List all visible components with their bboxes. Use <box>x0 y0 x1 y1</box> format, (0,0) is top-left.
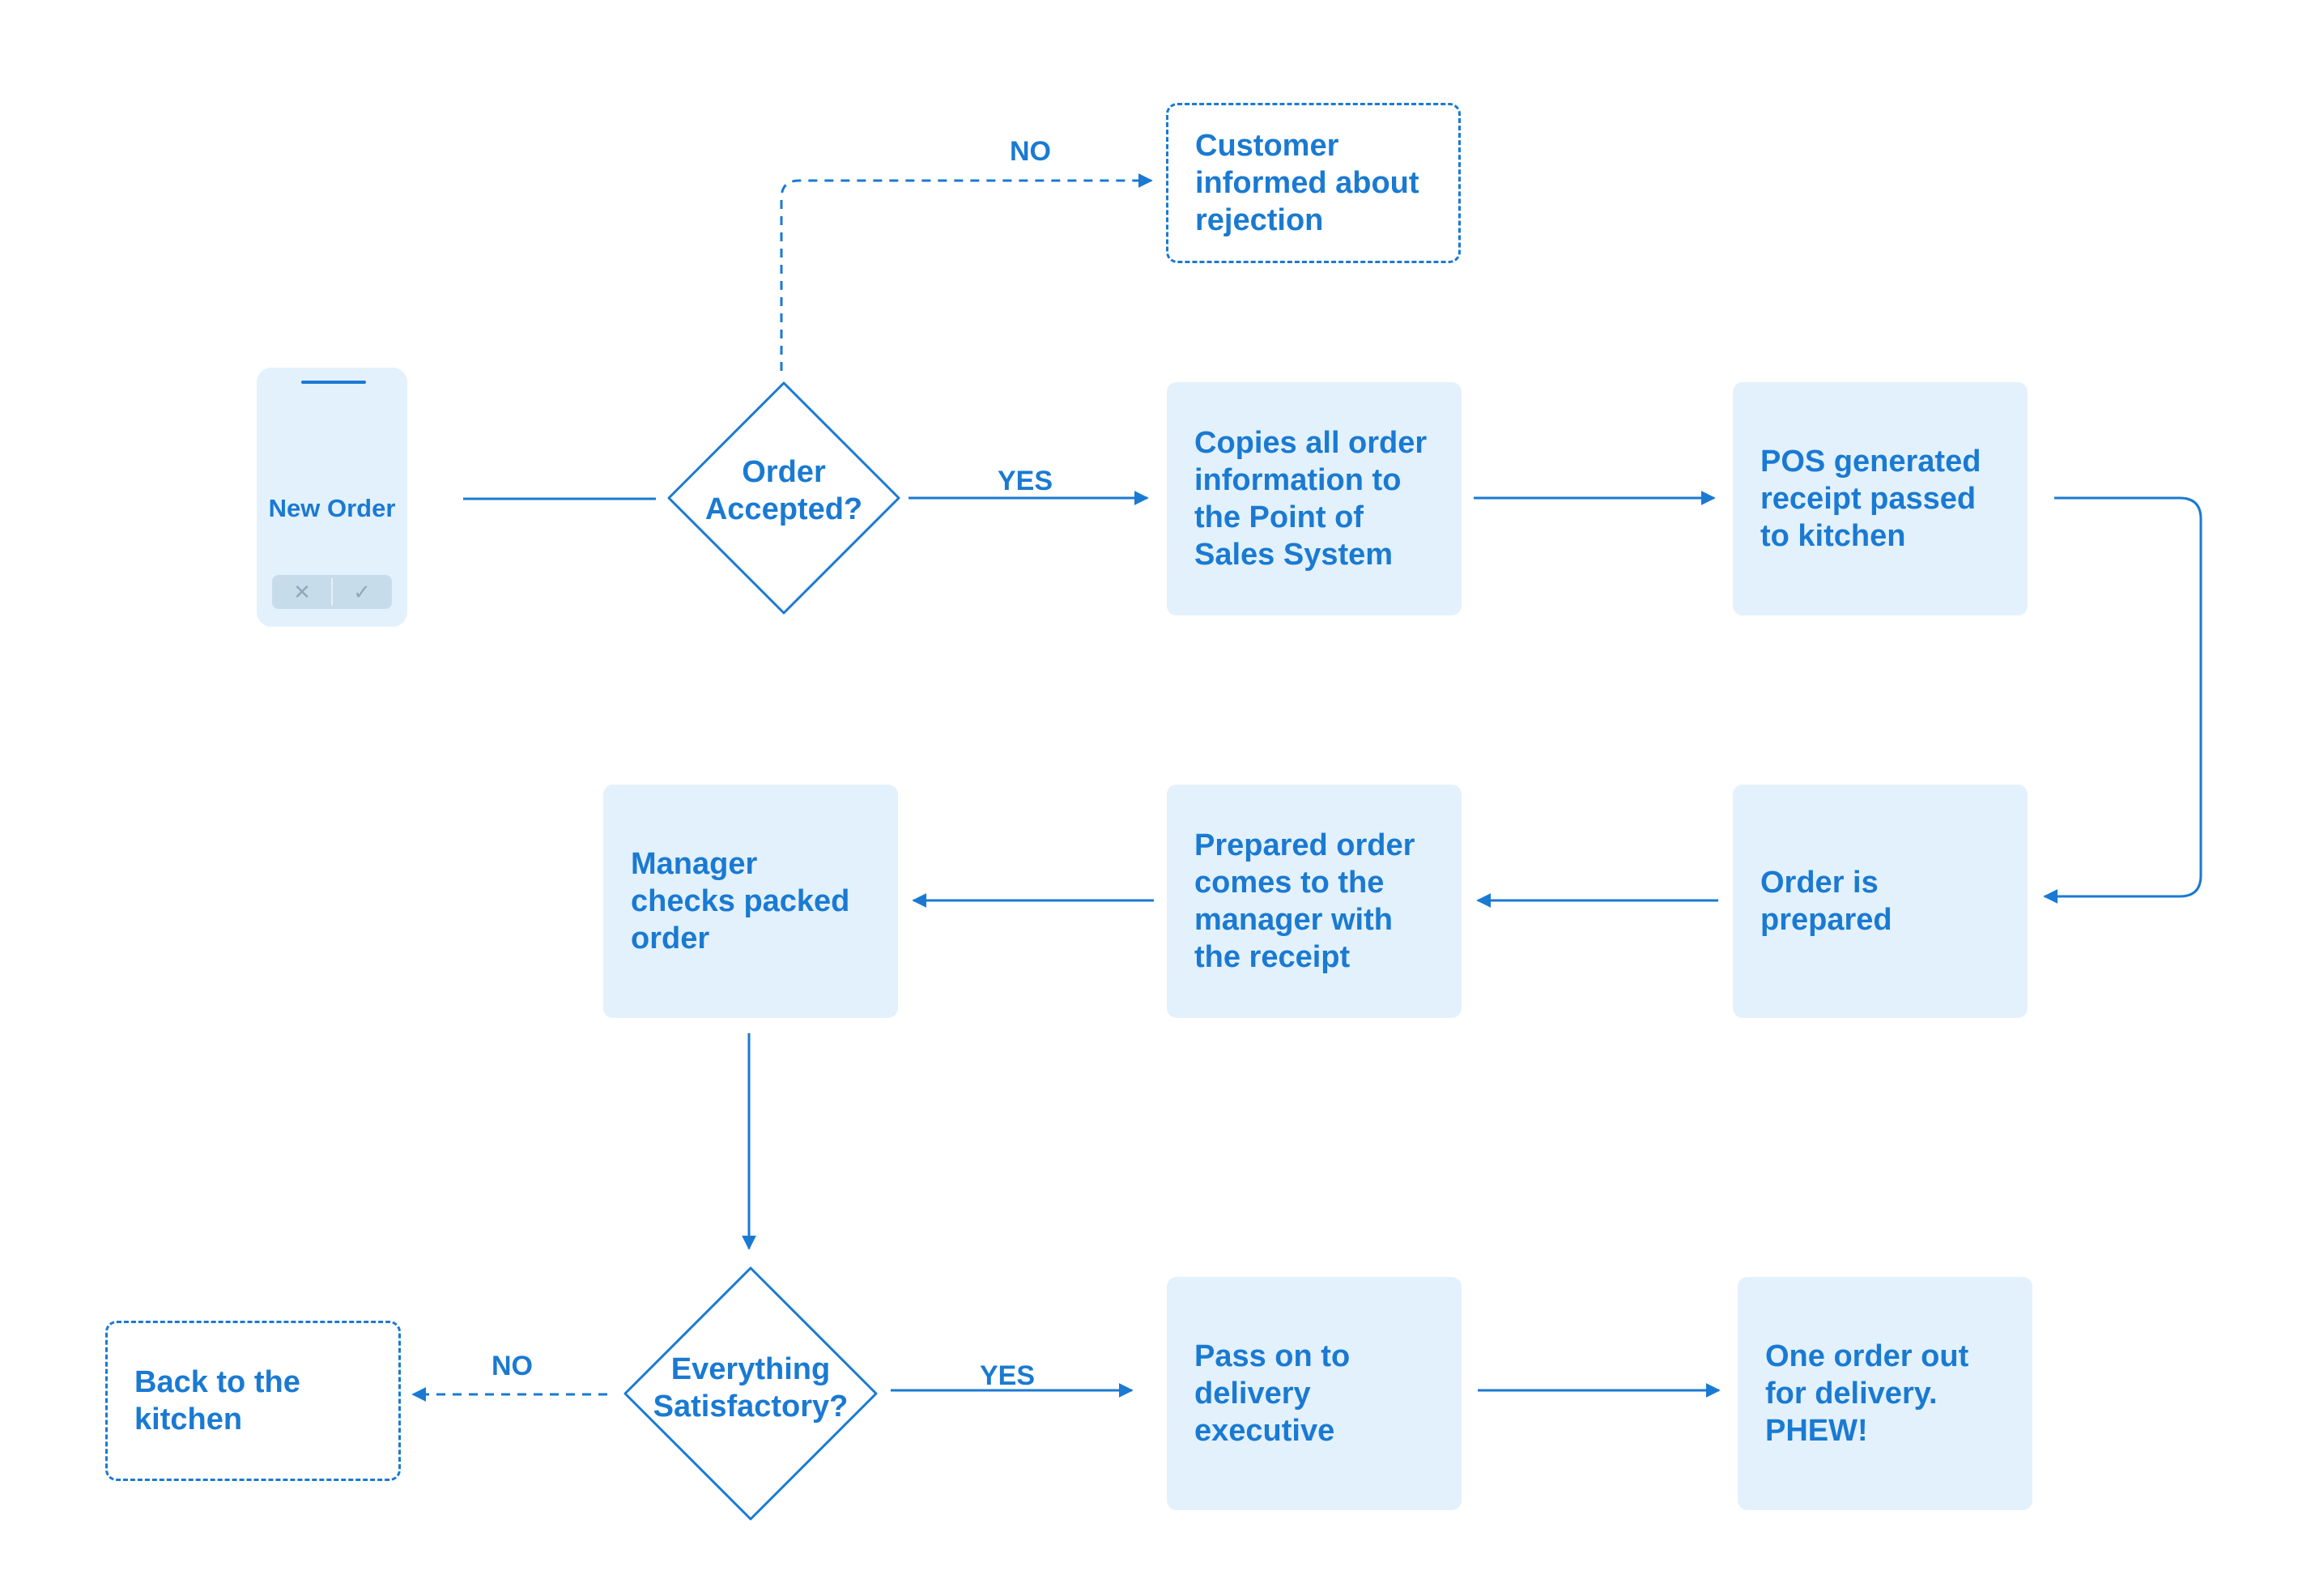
step-order-out: One order out for delivery. PHEW! <box>1738 1277 2032 1510</box>
rejection-box-text: Customer informed about rejection <box>1195 129 1419 237</box>
step-order-out-text: One order out for delivery. PHEW! <box>1765 1339 1969 1448</box>
connector-pos-to-prepared <box>2043 496 2202 904</box>
decision-diamond-everything-satisfactory <box>623 1266 878 1521</box>
close-icon: ✕ <box>293 579 311 604</box>
phone-action-divider <box>331 578 333 606</box>
phone-title: New Order <box>268 494 396 522</box>
decision2-text: Everything Satisfactory? <box>653 1352 849 1424</box>
step-comes-to-manager-text: Prepared order comes to the manager with… <box>1194 828 1415 974</box>
step-order-prepared: Order is prepared <box>1733 785 2028 1018</box>
step-copies-text: Copies all order information to the Poin… <box>1194 426 1428 572</box>
step-manager-checks-text: Manager checks packed order <box>631 847 850 955</box>
phone-notch <box>301 381 366 384</box>
new-order-phone: New Order ✕ ✓ <box>257 368 407 627</box>
decision1-text: Order Accepted? <box>704 455 863 526</box>
decision1-no-label: NO <box>1010 136 1051 167</box>
step-pass-on-text: Pass on to delivery executive <box>1194 1339 1351 1448</box>
phone-action-bar: ✕ ✓ <box>272 575 392 609</box>
step-prepared-text: Order is prepared <box>1760 866 1892 937</box>
back-to-kitchen-box: Back to the kitchen <box>105 1321 401 1481</box>
decision2-yes-label: YES <box>980 1360 1036 1391</box>
decision1-yes-label: YES <box>998 466 1053 496</box>
connector-no-to-rejection <box>780 173 1153 371</box>
step-comes-to-manager: Prepared order comes to the manager with… <box>1167 785 1462 1018</box>
step-pos-text: POS generated receipt passed to kitchen <box>1760 445 1981 553</box>
step-pos-receipt: POS generated receipt passed to kitchen <box>1733 382 2028 615</box>
decision-diamond-order-accepted <box>667 381 900 615</box>
rejection-box: Customer informed about rejection <box>1166 103 1461 263</box>
back-to-kitchen-text: Back to the kitchen <box>134 1365 300 1436</box>
check-icon: ✓ <box>353 579 371 604</box>
step-pass-on: Pass on to delivery executive <box>1167 1277 1462 1510</box>
decision2-no-label: NO <box>492 1351 533 1381</box>
step-copies-to-pos: Copies all order information to the Poin… <box>1167 382 1462 615</box>
step-manager-checks: Manager checks packed order <box>603 785 898 1018</box>
